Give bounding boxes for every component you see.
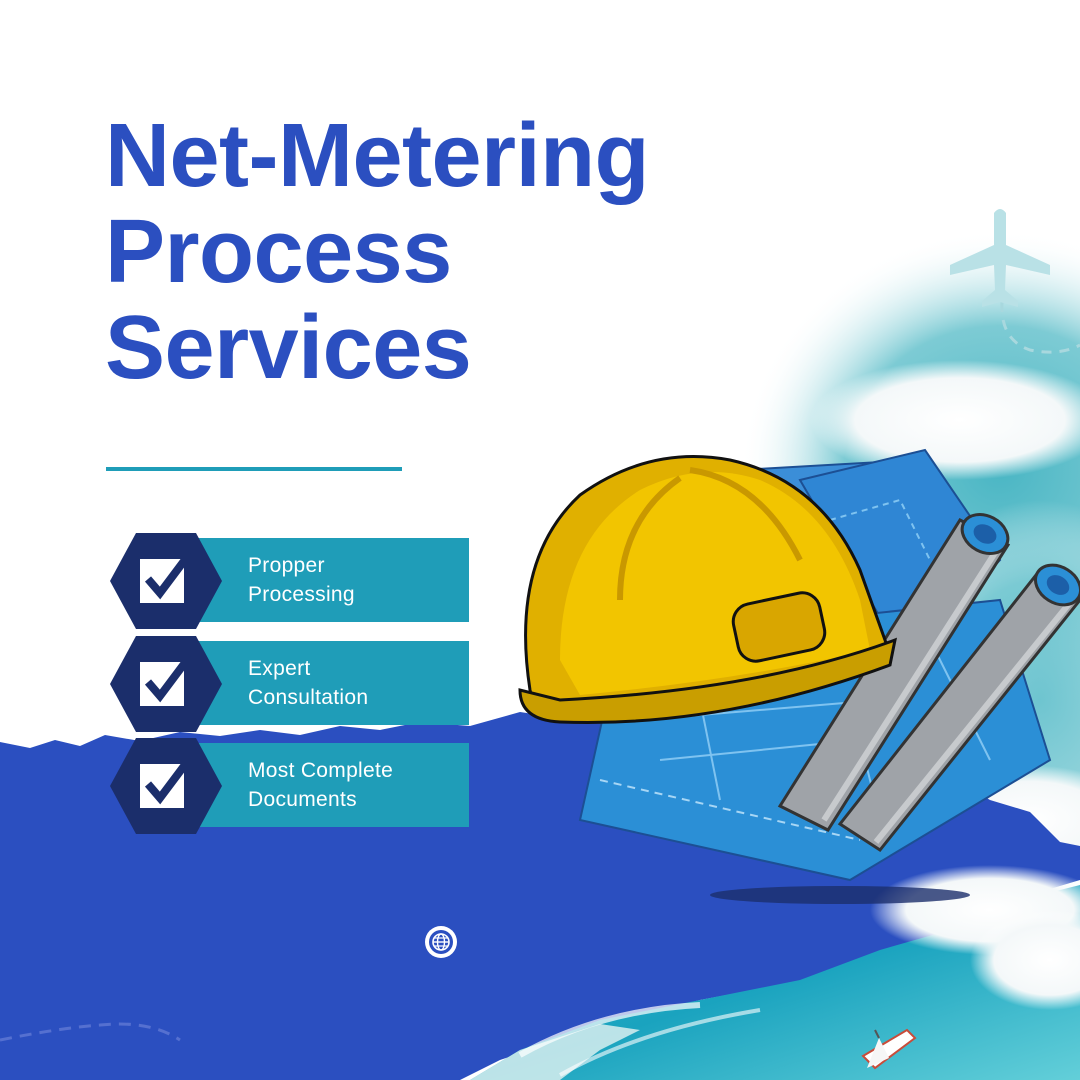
feature-label-line-2: Processing <box>248 583 355 606</box>
feature-label-line-2: Documents <box>248 788 357 811</box>
feature-item-documents: Most Complete Documents <box>108 736 470 840</box>
flight-path-bottom <box>0 1022 181 1042</box>
feature-bar <box>188 538 469 622</box>
checkbox-check-icon <box>140 755 194 808</box>
checkbox-check-icon <box>140 550 194 603</box>
feature-label: Propper Processing <box>248 531 355 629</box>
title-line-1: Net-Metering <box>105 106 650 206</box>
page-title: Net-Metering Process Services <box>105 106 650 398</box>
hard-hat-icon <box>518 455 897 724</box>
feature-item-consultation: Expert Consultation <box>108 634 470 738</box>
cloud <box>810 360 1080 480</box>
rolled-blueprint-left <box>777 513 1011 832</box>
drop-shadow <box>710 886 970 904</box>
rolled-blueprint-right <box>837 563 1080 852</box>
title-line-2: Process <box>105 202 452 302</box>
feature-bar <box>188 641 469 725</box>
feature-label-line-1: Expert <box>248 657 311 680</box>
feature-item-processing: Propper Processing <box>108 531 470 635</box>
feature-label: Expert Consultation <box>248 634 368 732</box>
feature-label-line-1: Propper <box>248 554 325 577</box>
feature-bar <box>188 743 469 827</box>
feature-hexagon <box>110 738 222 834</box>
checkbox-check-icon <box>140 653 194 706</box>
title-line-3: Services <box>105 298 472 398</box>
flight-path-top <box>1000 301 1080 354</box>
feature-label-line-1: Most Complete <box>248 759 394 782</box>
title-divider <box>106 467 402 471</box>
feature-hexagon <box>110 533 222 629</box>
sailboat-icon <box>861 1028 917 1070</box>
airplane-icon <box>950 209 1050 307</box>
feature-label: Most Complete Documents <box>248 736 393 834</box>
globe-icon[interactable] <box>424 925 458 959</box>
feature-hexagon <box>110 636 222 732</box>
feature-label-line-2: Consultation <box>248 686 369 709</box>
